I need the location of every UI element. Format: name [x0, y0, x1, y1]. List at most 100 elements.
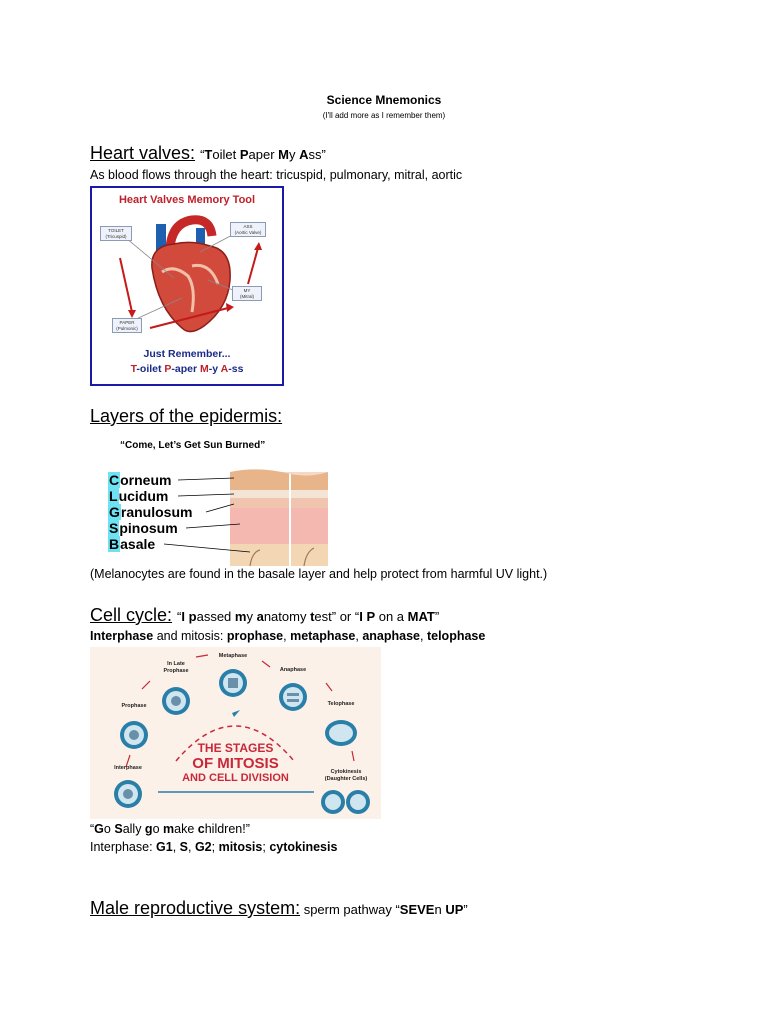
heart-valves-heading: Heart valves: “Toilet Paper My Ass” — [90, 143, 326, 164]
label-metaphase: Metaphase — [218, 653, 248, 659]
mitosis-title-line3: AND CELL DIVISION — [182, 772, 289, 784]
heart-interior-shape — [161, 267, 195, 313]
pointer-line — [205, 503, 235, 513]
layer-granulosum: Granulosum — [108, 504, 192, 520]
cell-daughter-1-inner — [325, 794, 341, 810]
cell-cycle-mnemonic: “I passed my anatomy test” or “I P on a … — [177, 609, 439, 624]
chromosomes — [287, 693, 299, 696]
detail-text: ; — [211, 840, 219, 854]
mnemonic-text: ss — [308, 147, 322, 162]
detail-text: ; — [262, 840, 270, 854]
heart-valves-figure: Heart Valves Memory Tool TOILET (Tricusp… — [90, 186, 284, 386]
mnemonic-text: o — [103, 822, 115, 836]
mnemonic-text: n — [434, 902, 446, 917]
mnemonic-text: y — [288, 147, 300, 162]
mnemonic-letter: G — [94, 822, 104, 836]
pointer-line — [133, 297, 183, 321]
layer-initial: S — [108, 520, 120, 536]
nucleus — [171, 696, 181, 706]
mnemonic-letter: T — [130, 363, 137, 375]
mnemonic-letter: A — [220, 363, 229, 375]
mitosis-title-line1: THE STAGES — [197, 741, 274, 755]
quote: ” — [321, 147, 326, 162]
layer-rest: ucidum — [118, 488, 169, 504]
layer-initial: G — [108, 504, 121, 520]
detail-text: Interphase: — [90, 840, 157, 854]
label-my: MY (Mitral) — [232, 286, 262, 301]
mnemonic-letter: MAT — [407, 609, 435, 624]
cell-telophase-inner — [329, 724, 353, 742]
arrow-line — [119, 257, 133, 313]
mnemonic-text: -ss — [228, 363, 244, 375]
layer-spinosum: Spinosum — [108, 520, 178, 536]
arrow-head-icon — [232, 710, 240, 717]
dashed-arc — [175, 725, 295, 762]
mnemonic-letter: a — [256, 609, 264, 624]
mnemonic-text: sperm pathway “ — [300, 902, 400, 917]
heart-figure-title: Heart Valves Memory Tool — [118, 194, 256, 206]
layer-initial: B — [108, 536, 121, 552]
mnemonic-text: -aper — [171, 363, 201, 375]
male-reproductive-heading: Male reproductive system: sperm pathway … — [90, 898, 468, 919]
arrow-line — [149, 307, 229, 329]
phase-word: anaphase — [362, 629, 421, 643]
arrow-head-icon — [254, 242, 262, 250]
pointer-line — [177, 477, 235, 481]
mnemonic-text: -y — [208, 363, 221, 375]
granulosum-shape — [230, 498, 328, 508]
mnemonic-letter: I P — [359, 609, 376, 624]
mnemonic-text: est” or “ — [314, 609, 360, 624]
step-arrow-icon — [261, 660, 271, 668]
step-arrow-icon — [325, 682, 333, 692]
cell-daughter-2-inner — [350, 794, 366, 810]
male-reproductive-mnemonic: sperm pathway “SEVEn UP” — [300, 902, 468, 917]
arrow-line — [247, 247, 259, 285]
detail-term: G2 — [194, 840, 212, 854]
mitosis-figure: Interphase Prophase In Late Prophase Met… — [90, 647, 381, 819]
detail-term: G1 — [156, 840, 173, 854]
mnemonic-text: ” — [463, 902, 468, 917]
mnemonic-letter: SEVE — [399, 902, 435, 917]
label-toilet: TOILET (Tricuspid) — [100, 226, 132, 241]
mnemonic-text: y — [246, 609, 257, 624]
chromosomes — [228, 678, 238, 688]
epidermis-title: Layers of the epidermis: — [90, 406, 283, 426]
pointer-line — [125, 237, 175, 279]
label-interphase: Interphase — [114, 765, 142, 771]
step-arrow-icon — [351, 750, 355, 762]
label-ass: ASS (Aortic Valve) — [230, 222, 266, 237]
cell-anaphase-inner — [283, 687, 303, 707]
cell-cycle-heading: Cell cycle: “I passed my anatomy test” o… — [90, 605, 439, 626]
layer-rest: pinosum — [119, 520, 178, 536]
mnemonic-letter: t — [310, 609, 315, 624]
epidermis-figure-title: “Come, Let’s Get Sun Burned” — [120, 440, 266, 451]
melanocytes-note: (Melanocytes are found in the basale lay… — [90, 567, 548, 581]
label-telophase: Telophase — [327, 701, 355, 707]
pointer-line — [163, 543, 251, 553]
mnemonic-letter: g — [144, 822, 153, 836]
mnemonic-letter: c — [197, 822, 205, 836]
heart-valves-title: Heart valves: — [90, 143, 196, 163]
male-reproductive-title: Male reproductive system: — [90, 898, 301, 918]
mnemonic-text: ” — [434, 609, 440, 624]
document-title: Science Mnemonics — [326, 93, 442, 107]
hair-shape — [303, 547, 315, 566]
mnemonic-text: natomy — [263, 609, 311, 624]
phase-text: , — [355, 629, 363, 643]
vena-cava-shape — [156, 224, 166, 264]
label-anaphase: Anaphase — [279, 667, 307, 673]
heart-interior-shape — [191, 263, 220, 285]
detail-text: , — [172, 840, 180, 854]
phase-word: metaphase — [290, 629, 356, 643]
layer-lucidum: Lucidum — [108, 488, 168, 504]
aorta-shape — [165, 215, 217, 249]
label-paper-text: PAPER (Pulmonic) — [116, 320, 138, 331]
label-ass-text: ASS (Aortic Valve) — [234, 224, 262, 235]
mnemonic-text: “ — [90, 822, 95, 836]
phase-word: prophase — [226, 629, 284, 643]
label-prophase: Prophase — [121, 703, 147, 709]
pointer-line — [177, 493, 235, 497]
go-sally-mnemonic: “Go Sally go make children!” — [90, 822, 250, 836]
label-toilet-text: TOILET (Tricuspid) — [105, 228, 127, 239]
phase-text: , — [283, 629, 291, 643]
